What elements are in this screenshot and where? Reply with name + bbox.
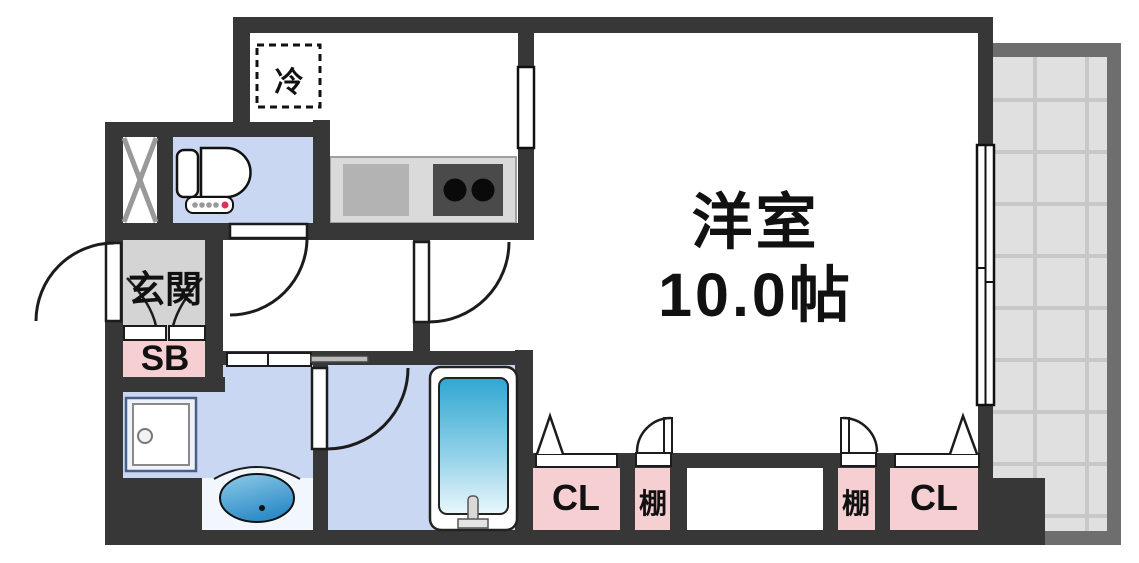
shoe-box bbox=[123, 341, 208, 377]
window-main bbox=[975, 143, 996, 407]
sliding-door-washroom bbox=[226, 352, 369, 367]
bathtub-icon bbox=[428, 365, 519, 532]
washing-machine-pan-icon bbox=[124, 396, 198, 473]
main-room-door bbox=[412, 240, 511, 324]
x-cross-icon bbox=[121, 137, 159, 223]
shelf-left-door bbox=[635, 416, 673, 467]
closet-left bbox=[533, 468, 620, 530]
closet-right-door bbox=[894, 412, 980, 468]
kitchen-counter bbox=[329, 156, 517, 224]
shelf-right bbox=[838, 468, 875, 530]
closet-left-door bbox=[535, 412, 618, 468]
balcony-tile-grid bbox=[993, 57, 1107, 531]
stove-two-burner-icon bbox=[433, 164, 503, 216]
entrance-door bbox=[34, 241, 123, 323]
closet-right bbox=[890, 468, 979, 530]
pipe-space bbox=[121, 137, 159, 223]
shelf-right-door bbox=[840, 416, 879, 467]
niche bbox=[687, 468, 823, 530]
toilet-icon bbox=[175, 146, 252, 214]
window-kitchen bbox=[516, 65, 536, 150]
walls bbox=[105, 17, 1045, 545]
bathroom-door bbox=[310, 366, 410, 451]
toilet-door bbox=[228, 222, 309, 317]
refrigerator-space bbox=[255, 43, 322, 109]
kitchen-sink-icon bbox=[343, 164, 409, 216]
washbasin-icon bbox=[202, 466, 313, 530]
entrance-step bbox=[123, 277, 206, 341]
shelf-left bbox=[635, 468, 670, 530]
balcony bbox=[993, 43, 1121, 545]
